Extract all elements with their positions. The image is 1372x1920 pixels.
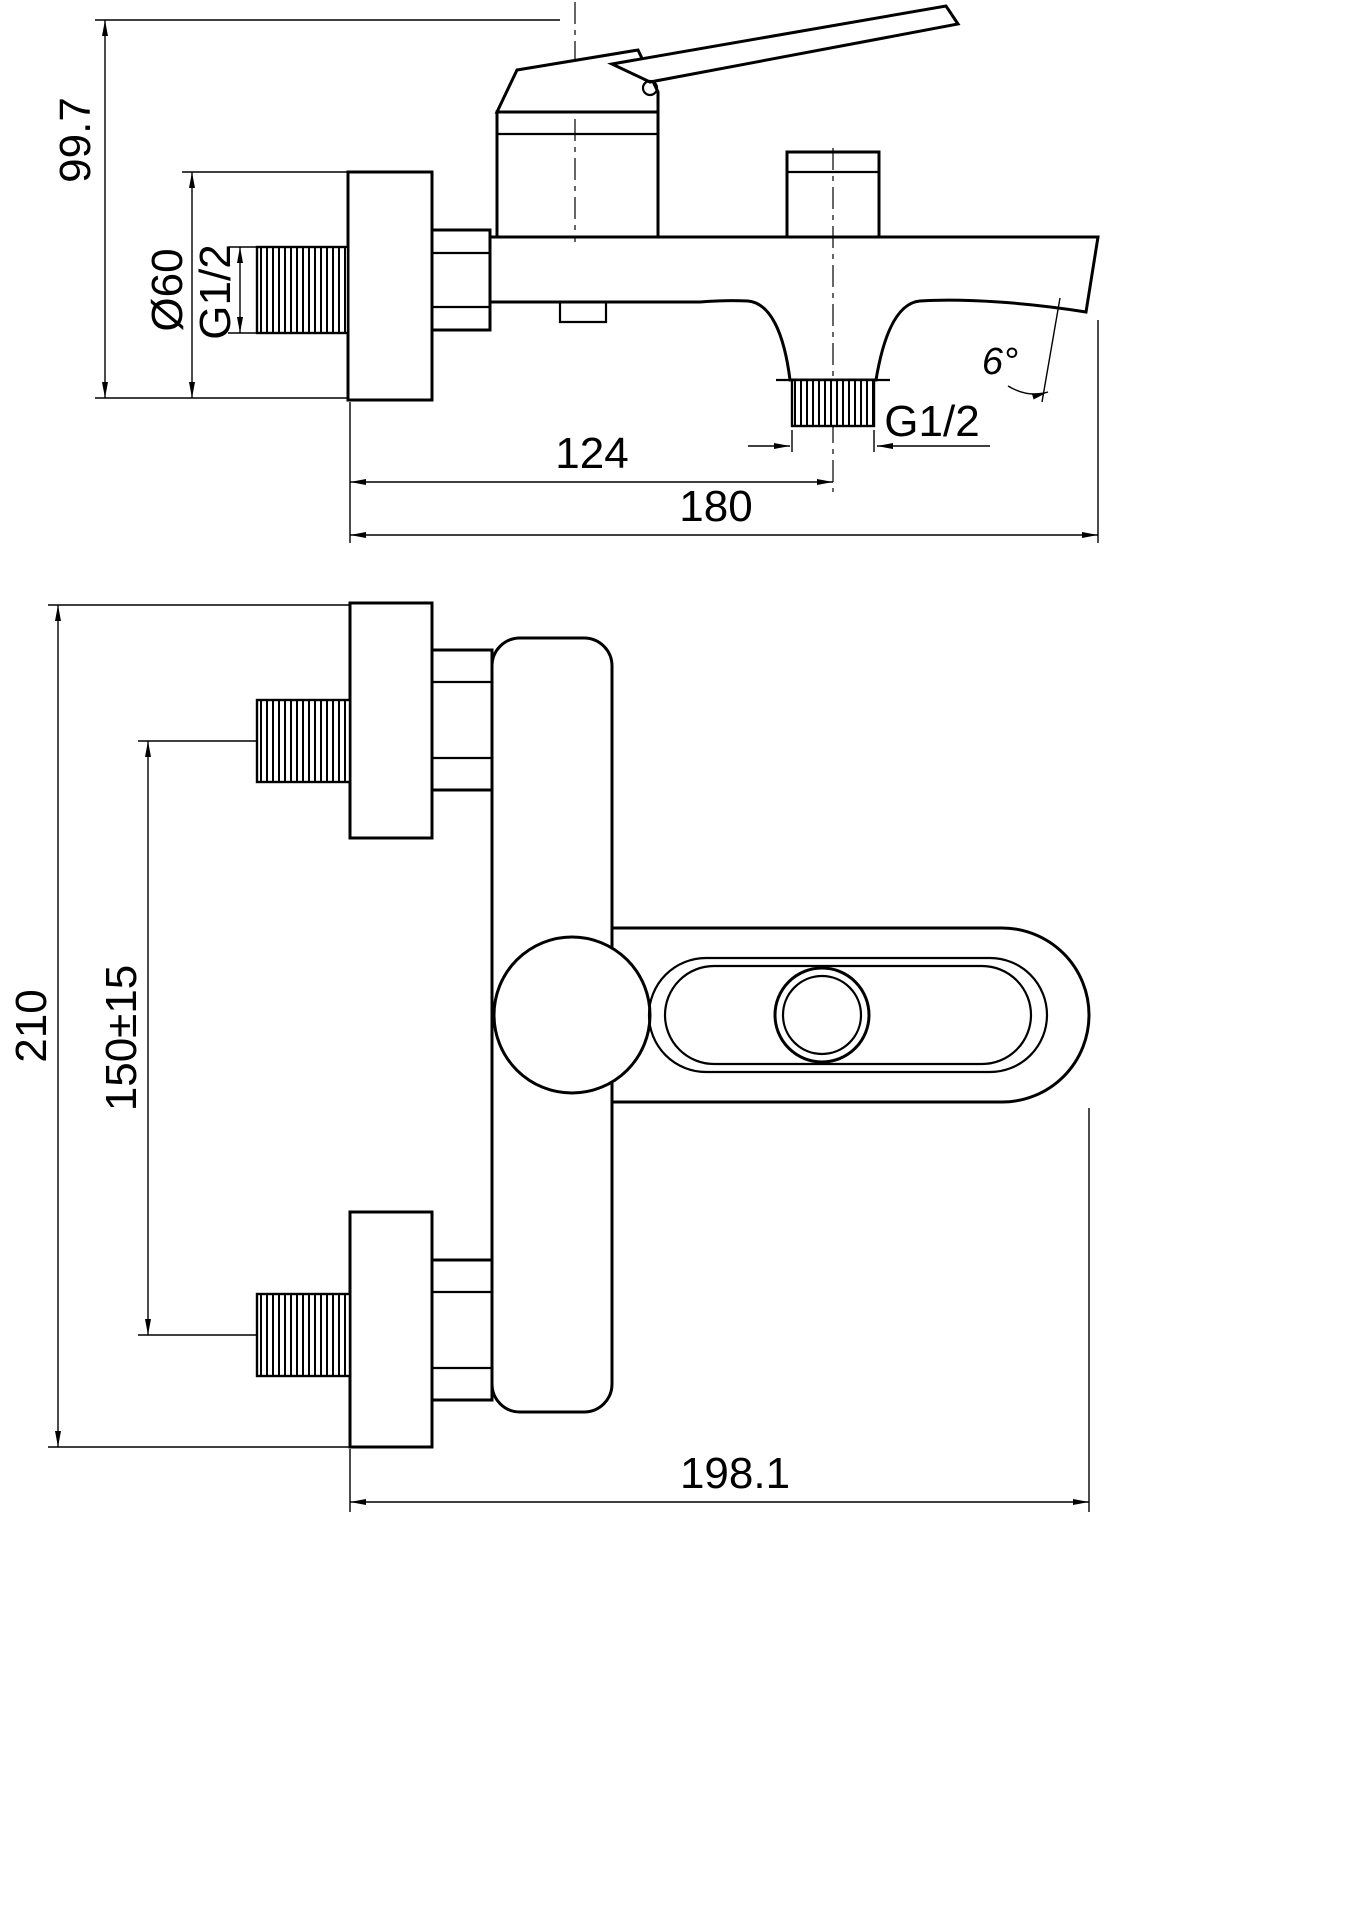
dim-label-spout-angle: 6° <box>982 341 1018 383</box>
angle-leader-arc <box>1007 385 1049 400</box>
plan-view-dimensions: 210 150±15 198.1 <box>7 604 1090 1512</box>
handle-lever <box>494 4 961 114</box>
cartridge-dome <box>492 935 652 1095</box>
diverter-knob-plan-inner <box>781 974 863 1056</box>
dim-label-inlet-thread: G1/2 <box>191 244 240 339</box>
diverter-knob-plan <box>773 966 871 1064</box>
dim-label-overall-length: 180 <box>679 482 752 531</box>
dim-label-outlet-thread: G1/2 <box>884 397 979 446</box>
dim-label-flange-diameter: Ø60 <box>143 248 192 331</box>
spout-arm <box>608 926 1091 1104</box>
inlet-nipple-top <box>255 698 352 784</box>
outlet-thread <box>790 378 876 428</box>
spout-slot-outer <box>647 956 1049 1074</box>
wall-flange-top <box>348 601 434 840</box>
cartridge-body <box>495 110 660 239</box>
dim-label-height: 99.7 <box>51 97 100 183</box>
inlet-nipple-bottom <box>255 1292 352 1378</box>
faucet-body-spout <box>488 235 1100 382</box>
wall-flange-bottom <box>348 1210 434 1449</box>
front-view-dimensions: 99.7 Ø60 G1/2 124 180 <box>51 19 1099 543</box>
dim-label-plan-height: 210 <box>7 989 56 1062</box>
dim-label-inlet-spacing: 150±15 <box>97 965 146 1112</box>
wall-flange <box>346 170 434 402</box>
front-view: 99.7 Ø60 G1/2 124 180 <box>51 2 1100 543</box>
mounting-nut-top <box>430 648 494 792</box>
spout-slot-inner <box>663 964 1033 1066</box>
body-underside-step <box>558 302 608 324</box>
angle-reference-line <box>1041 297 1061 403</box>
dim-label-plan-length: 198.1 <box>680 1449 790 1498</box>
mounting-nut-bottom <box>430 1258 494 1402</box>
mounting-nut <box>430 228 492 332</box>
inlet-nipple <box>255 245 350 335</box>
dim-label-spout-offset: 124 <box>555 429 628 478</box>
plan-view: 210 150±15 198.1 <box>7 601 1091 1512</box>
